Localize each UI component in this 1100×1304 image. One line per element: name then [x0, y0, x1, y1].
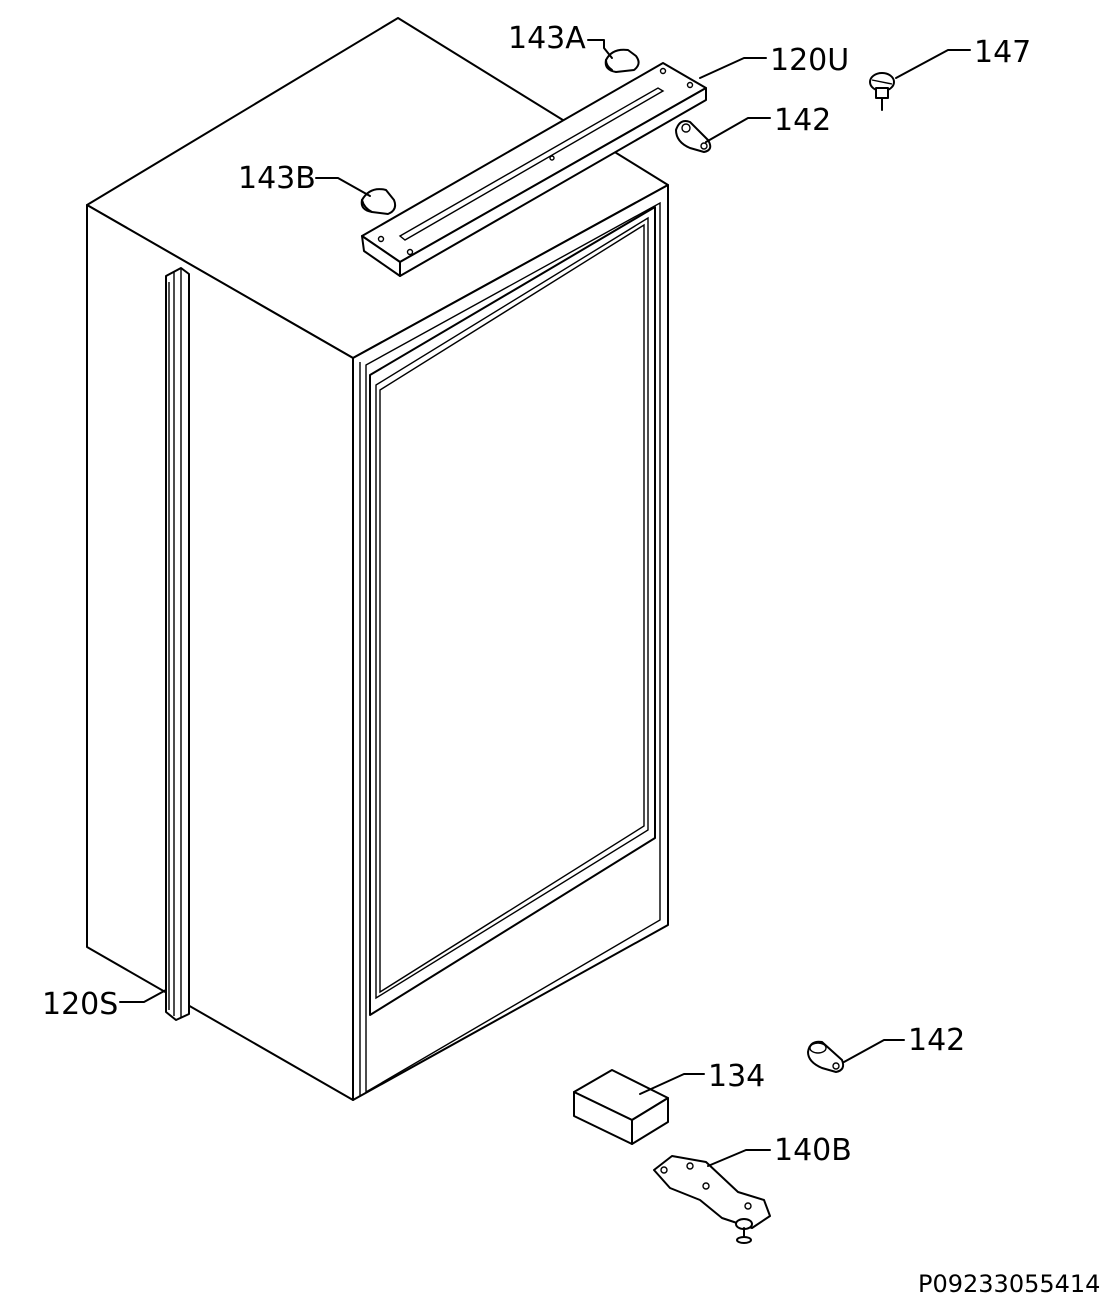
bracket-142-top — [675, 120, 712, 153]
block-134 — [573, 1069, 669, 1145]
hinge-140b — [653, 1155, 771, 1244]
reference-code: P09233055414 — [918, 1270, 1100, 1298]
top-rail-120u — [361, 62, 707, 277]
bracket-142-bottom — [807, 1040, 845, 1073]
label-140b: 140B — [774, 1133, 852, 1168]
leader-lines — [119, 39, 971, 1167]
screw-147 — [869, 72, 895, 111]
label-134: 134 — [708, 1059, 765, 1094]
cabinet-body — [86, 17, 669, 1101]
label-120u: 120U — [770, 43, 849, 78]
cap-143a — [604, 48, 640, 73]
label-143a: 143A — [508, 21, 586, 56]
label-142-top: 142 — [774, 103, 831, 138]
label-142-bottom: 142 — [908, 1023, 965, 1058]
label-143b: 143B — [238, 161, 316, 196]
side-trim-strip-120s — [165, 267, 190, 1021]
label-120s: 120S — [42, 987, 118, 1022]
label-147: 147 — [974, 35, 1031, 70]
